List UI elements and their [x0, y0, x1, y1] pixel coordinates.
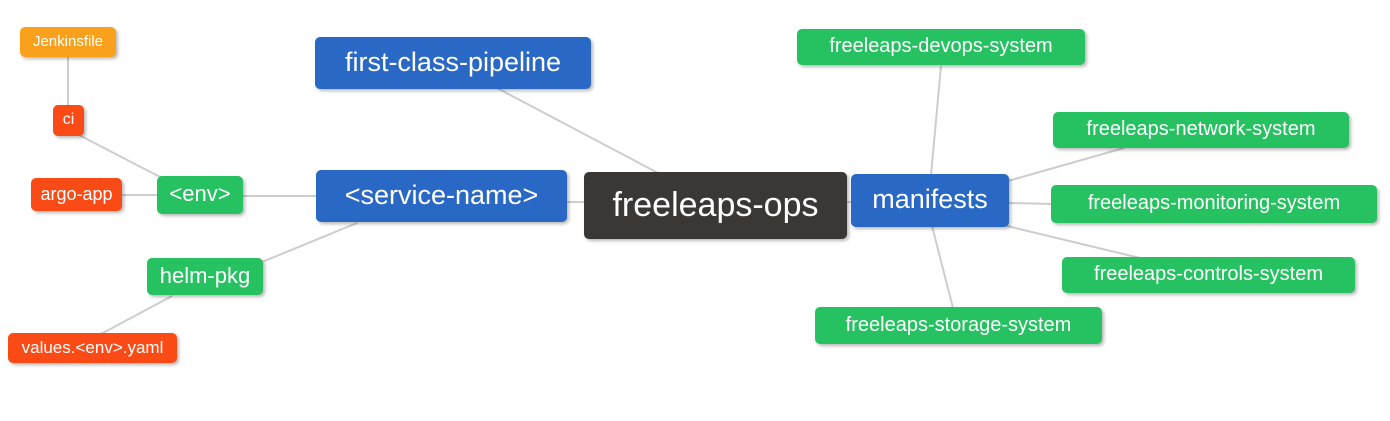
edge-manifests-to-freeleaps-controls-system — [1006, 225, 1141, 259]
node-jenkinsfile[interactable]: Jenkinsfile — [20, 27, 116, 57]
edge-manifests-to-freeleaps-storage-system — [931, 225, 954, 309]
node-label: freeleaps-ops — [612, 185, 819, 224]
node-freeleaps-ops[interactable]: freeleaps-ops — [584, 172, 847, 239]
node-freeleaps-storage-system[interactable]: freeleaps-storage-system — [815, 307, 1102, 344]
edge-manifests-to-freeleaps-network-system — [1007, 147, 1125, 182]
edge-first-class-pipeline-to-freeleaps-ops — [496, 87, 659, 174]
node-ci[interactable]: ci — [53, 105, 84, 136]
node-helm-pkg[interactable]: helm-pkg — [147, 258, 263, 295]
node-label: manifests — [872, 184, 988, 214]
node-label: freeleaps-controls-system — [1094, 263, 1323, 285]
node-freeleaps-network-system[interactable]: freeleaps-network-system — [1053, 112, 1349, 148]
node-label: freeleaps-devops-system — [829, 35, 1053, 57]
node-label: argo-app — [40, 183, 113, 204]
node-freeleaps-devops-system[interactable]: freeleaps-devops-system — [797, 29, 1085, 65]
node-values-env-yaml[interactable]: values.<env>.yaml — [8, 333, 177, 363]
edge-manifests-to-freeleaps-devops-system — [930, 65, 942, 176]
node-label: helm-pkg — [159, 262, 251, 288]
edge-manifests-to-freeleaps-monitoring-system — [1007, 202, 1053, 205]
node-manifests[interactable]: manifests — [851, 174, 1009, 227]
edge-values-env-yaml-to-helm-pkg — [100, 295, 173, 335]
node-label: first-class-pipeline — [344, 46, 562, 77]
node-first-class-pipeline[interactable]: first-class-pipeline — [315, 37, 591, 89]
node-label: Jenkinsfile — [32, 32, 104, 50]
node-label: freeleaps-network-system — [1086, 118, 1316, 140]
node-label: <env> — [169, 181, 231, 206]
edge-helm-pkg-to-service-name — [261, 222, 358, 263]
node-label: freeleaps-monitoring-system — [1087, 192, 1341, 214]
node-label: <service-name> — [344, 179, 539, 210]
node-label: values.<env>.yaml — [21, 337, 164, 357]
node-service-name[interactable]: <service-name> — [316, 170, 567, 222]
node-freeleaps-monitoring-system[interactable]: freeleaps-monitoring-system — [1051, 185, 1377, 223]
node-label: freeleaps-storage-system — [845, 313, 1072, 336]
node-env[interactable]: <env> — [157, 176, 243, 214]
node-freeleaps-controls-system[interactable]: freeleaps-controls-system — [1062, 257, 1355, 293]
edge-ci-to-env — [78, 134, 167, 181]
node-label: ci — [62, 110, 75, 128]
node-argo-app[interactable]: argo-app — [31, 178, 122, 211]
